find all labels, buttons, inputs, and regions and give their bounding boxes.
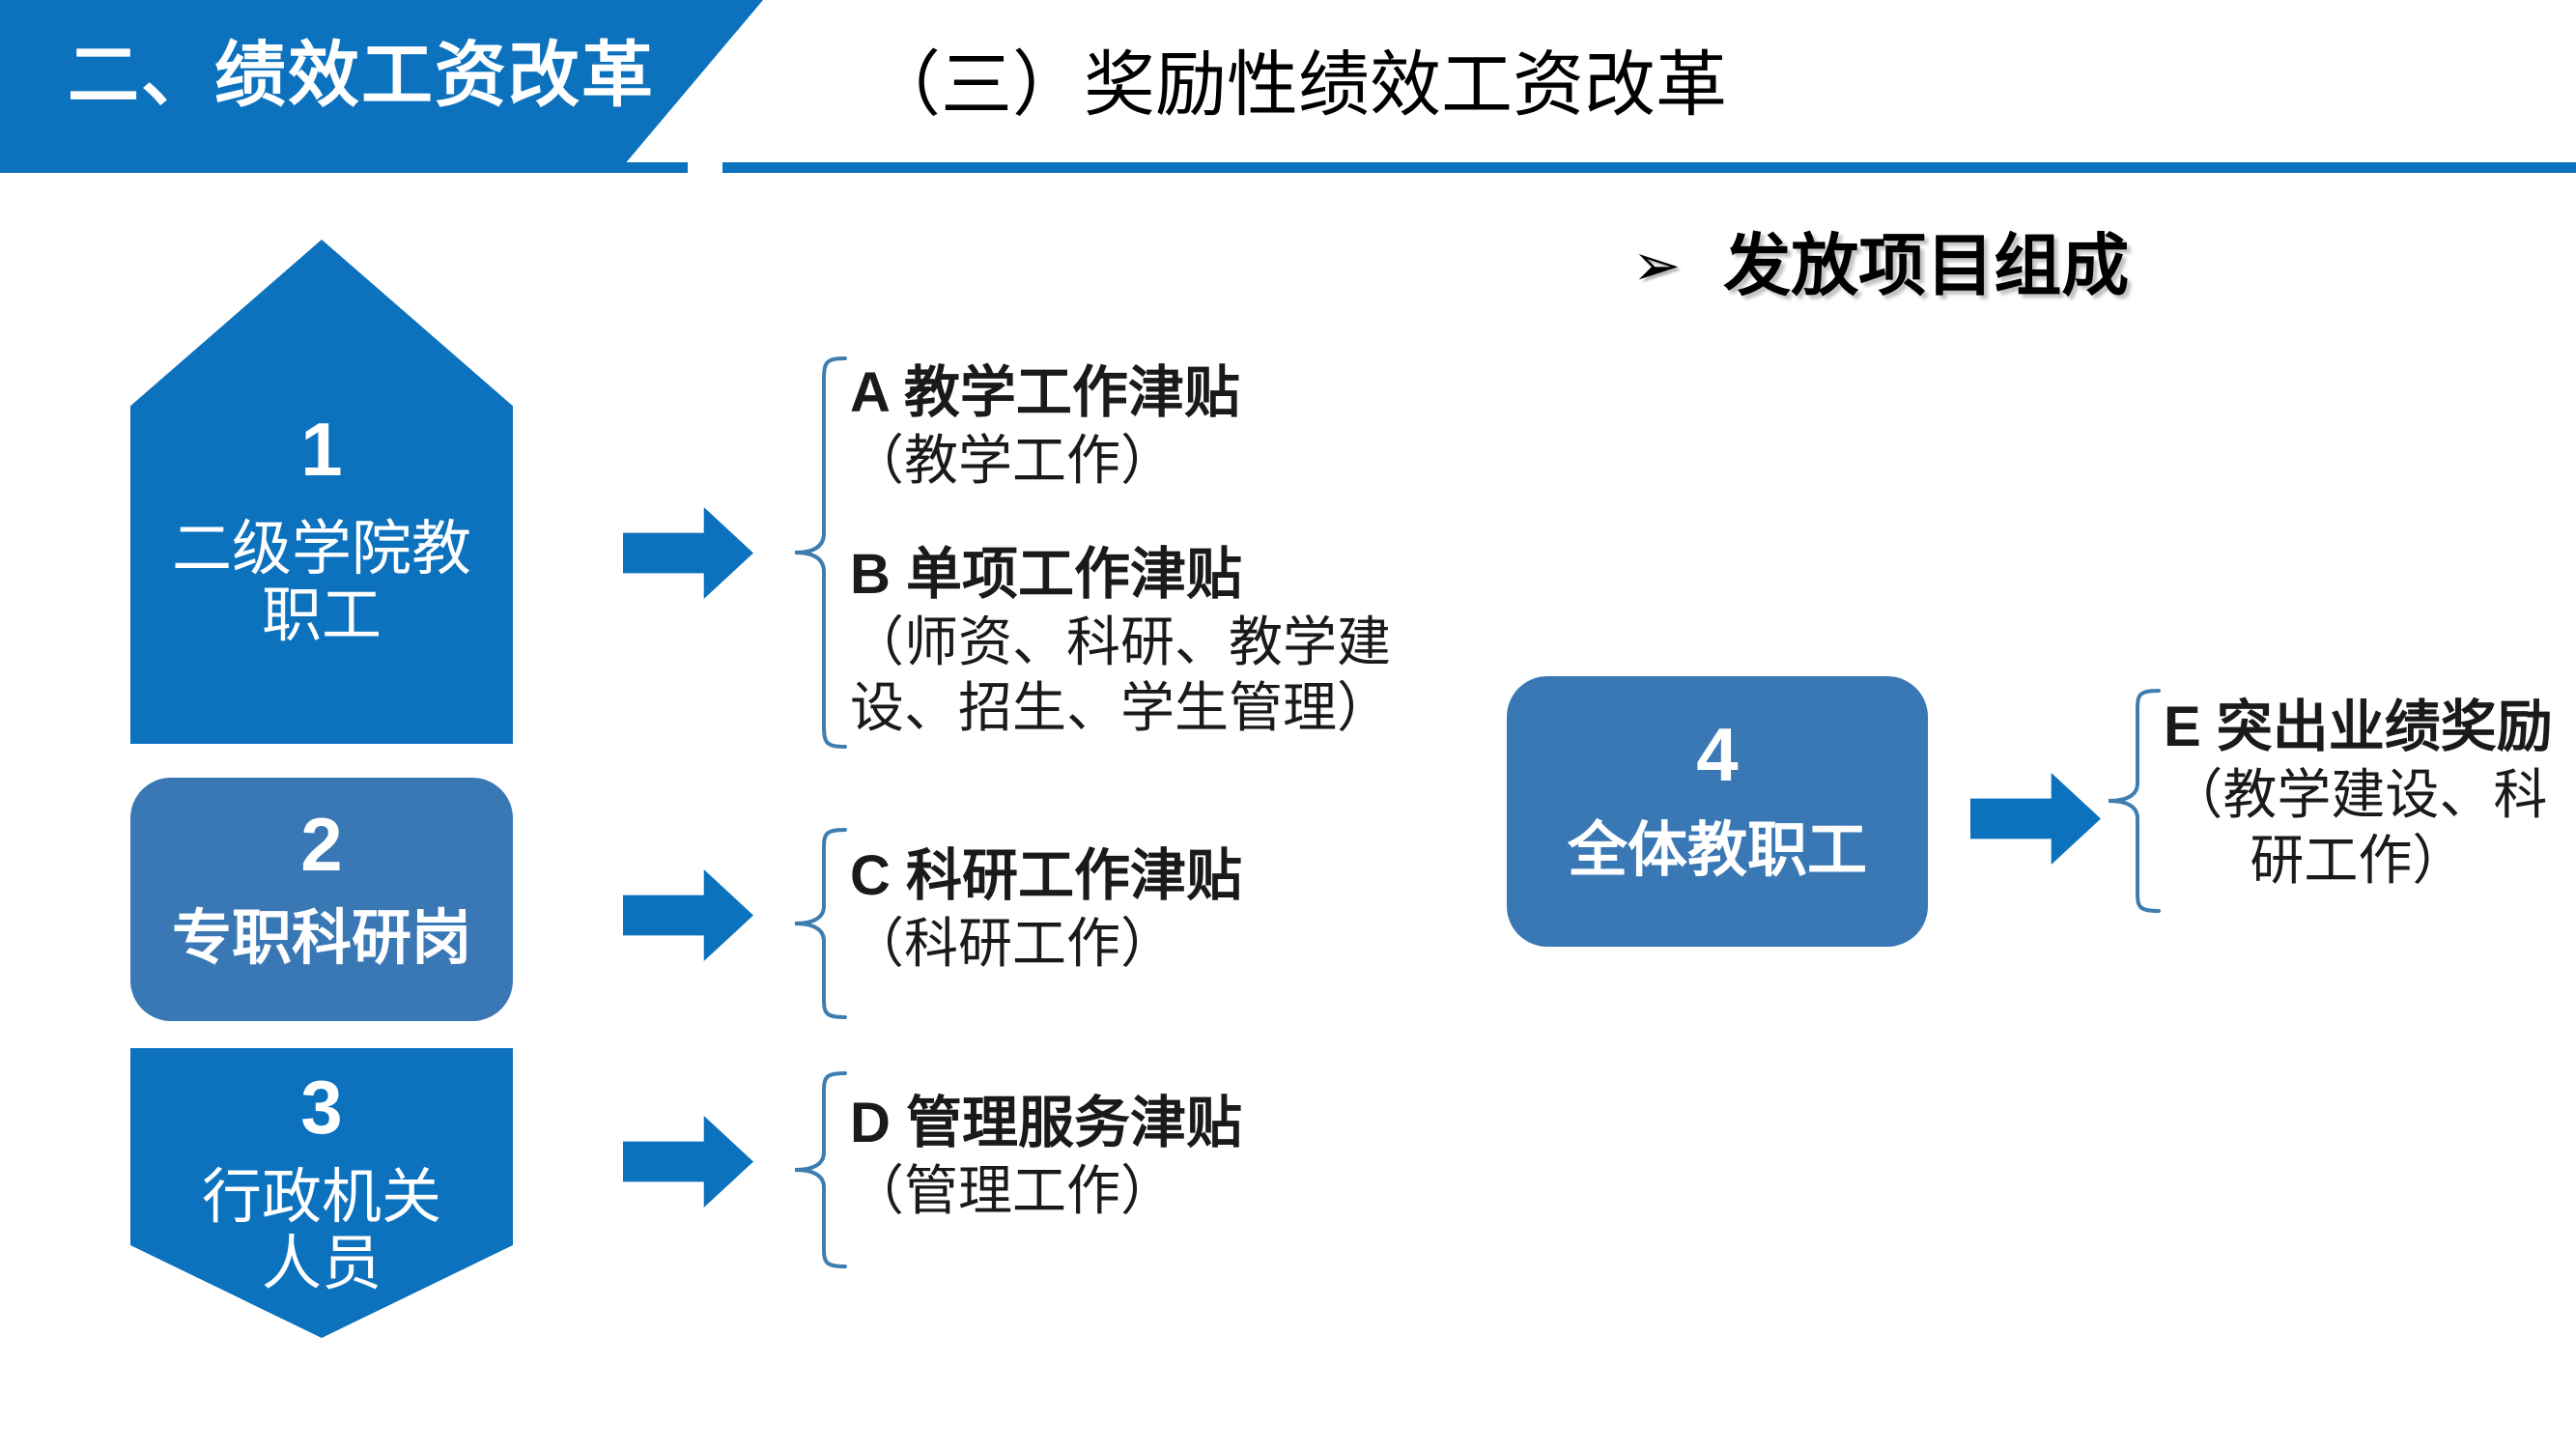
header-section-label: 二、绩效工资改革 [68,35,655,115]
item-a-detail-line1: （教学工作） [850,429,1175,491]
right-arrow-icon-4 [1970,773,2101,865]
group-caption-3-line1: 行政机关 [201,1164,441,1231]
group-caption-4: 全体教职工 [1567,817,1867,884]
bullet-heading: ➢ 发放项目组成 [1632,232,2129,299]
item-c-detail-line1: （科研工作） [850,912,1175,974]
slide-header: 二、绩效工资改革 （三）奖励性绩效工资改革 [0,0,2576,179]
item-block-a: A 教学工作津贴 （教学工作） [850,359,1240,494]
item-e-title: E 突出业绩奖励 [2164,696,2553,758]
page-title: （三）奖励性绩效工资改革 [869,44,1727,125]
bullet-heading-label: 发放项目组成 [1723,228,2130,303]
arrow-bullet-icon: ➢ [1632,232,1682,299]
item-d-title: D 管理服务津贴 [850,1092,1243,1154]
header-rule [722,162,2576,173]
group-caption-1-line1: 二级学院教 [171,516,471,583]
group-caption-1: 二级学院教 职工 [130,516,513,650]
group-caption-2: 专职科研岗 [171,905,471,972]
group-shape-2[interactable]: 2 专职科研岗 [130,778,513,1021]
header-banner [0,0,763,172]
group-shape-4[interactable]: 4 全体教职工 [1507,676,1928,947]
right-arrow-icon-2 [623,869,753,961]
item-e-detail-line1: （教学建设、科 [2168,763,2548,825]
group-number-1: 1 [300,407,343,492]
group-shape-3[interactable]: 3 行政机关 人员 [130,1048,513,1338]
item-a-title: A 教学工作津贴 [850,361,1240,424]
group-caption-3: 行政机关 人员 [130,1164,513,1298]
right-arrow-icon-3 [623,1116,753,1208]
right-arrow-icon-1 [623,507,753,599]
item-d-detail-line1: （管理工作） [850,1159,1175,1221]
brace-icon-3 [792,1070,850,1269]
group-number-3: 3 [300,1065,343,1150]
brace-icon-1 [792,355,850,750]
group-number-2: 2 [300,802,343,887]
group-caption-1-line2: 职工 [261,583,382,650]
item-block-e: E 突出业绩奖励 （教学建设、科 研工作） [2164,694,2553,894]
brace-icon-2 [792,827,850,1020]
item-e-detail-line2: 研工作） [2250,830,2467,892]
item-block-b: B 单项工作津贴 （师资、科研、教学建 设、招生、学生管理） [850,541,1391,741]
item-b-detail-line1: （师资、科研、教学建 [850,611,1391,672]
item-block-c: C 科研工作津贴 （科研工作） [850,842,1242,977]
group-number-4: 4 [1696,712,1739,797]
item-block-d: D 管理服务津贴 （管理工作） [850,1090,1242,1224]
item-b-detail-line2: 设、招生、学生管理） [850,677,1391,739]
group-caption-3-line2: 人员 [261,1231,382,1298]
brace-icon-4 [2104,688,2162,914]
item-b-title: B 单项工作津贴 [850,543,1243,606]
group-shape-1[interactable]: 1 二级学院教 职工 [130,240,513,744]
item-c-title: C 科研工作津贴 [850,844,1243,907]
